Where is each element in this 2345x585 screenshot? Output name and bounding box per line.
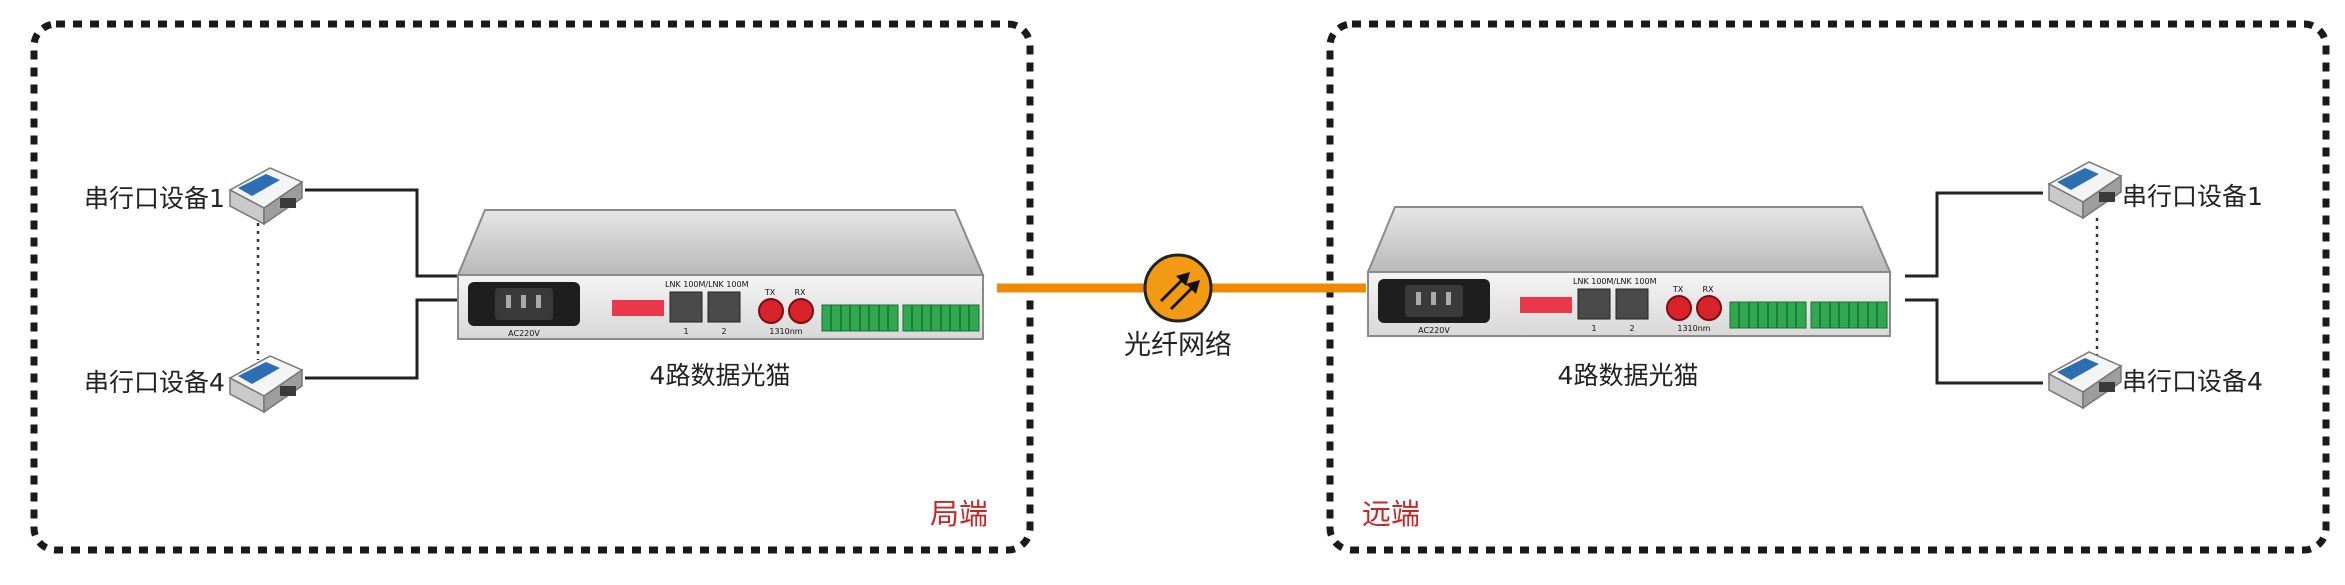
local-link-device4 <box>305 298 460 380</box>
fc-port-rx <box>788 298 814 324</box>
rj45-port-1 <box>669 291 703 323</box>
remote-device-4-label: 串行口设备4 <box>2122 367 2263 396</box>
power-socket <box>1378 279 1490 323</box>
rx-label: RX <box>1702 285 1714 294</box>
remote-link-device4 <box>1905 298 2043 385</box>
rj45-port-1 <box>1577 288 1611 320</box>
local-data-modem: AC220V LNK 100M/LNK 100M 1 2 TX RX 1310n… <box>456 209 985 340</box>
power-label: AC220V <box>508 329 540 338</box>
remote-serial-device-4 <box>2047 351 2123 410</box>
local-area-label: 局端 <box>930 497 988 531</box>
terminal-block <box>1729 301 1888 329</box>
terminal-block <box>821 304 980 332</box>
ports-header: LNK 100M/LNK 100M <box>665 280 749 289</box>
local-serial-device-1 <box>228 167 304 226</box>
tx-label: TX <box>1672 285 1684 294</box>
tx-label: TX <box>764 288 776 297</box>
rx-label: RX <box>794 288 806 297</box>
power-label: AC220V <box>1418 326 1450 335</box>
remote-device-1-label: 串行口设备1 <box>2122 182 2263 211</box>
rj45-port-2 <box>707 291 741 323</box>
remote-modem-label: 4路数据光猫 <box>1558 361 1699 390</box>
fc-port-tx <box>1666 295 1692 321</box>
fiber-network-icon <box>1143 253 1213 323</box>
local-device-4-label: 串行口设备4 <box>84 368 225 397</box>
rj45-port-2 <box>1615 288 1649 320</box>
local-serial-device-4 <box>228 355 304 414</box>
dip-switch <box>1520 297 1572 313</box>
ports-header: LNK 100M/LNK 100M <box>1573 277 1657 286</box>
remote-link-device1 <box>1905 191 2043 278</box>
remote-serial-device-1 <box>2047 161 2123 220</box>
wavelength-label: 1310nm <box>769 327 802 336</box>
local-modem-label: 4路数据光猫 <box>650 361 791 390</box>
port-1-label: 1 <box>683 327 688 336</box>
local-device-1-label: 串行口设备1 <box>84 184 225 213</box>
dip-switch <box>612 300 664 316</box>
fiber-network-label: 光纤网络 <box>1124 330 1232 361</box>
fc-port-tx <box>758 298 784 324</box>
wavelength-label: 1310nm <box>1677 324 1710 333</box>
port-2-label: 2 <box>1629 324 1634 333</box>
remote-area-border <box>1326 20 2330 554</box>
port-2-label: 2 <box>721 327 726 336</box>
port-1-label: 1 <box>1591 324 1596 333</box>
local-link-device1 <box>305 188 460 278</box>
fc-port-rx <box>1696 295 1722 321</box>
remote-data-modem: AC220V LNK 100M/LNK 100M 1 2 TX RX 1310n… <box>1366 206 1892 337</box>
power-socket <box>468 282 580 326</box>
remote-area-label: 远端 <box>1362 497 1420 531</box>
